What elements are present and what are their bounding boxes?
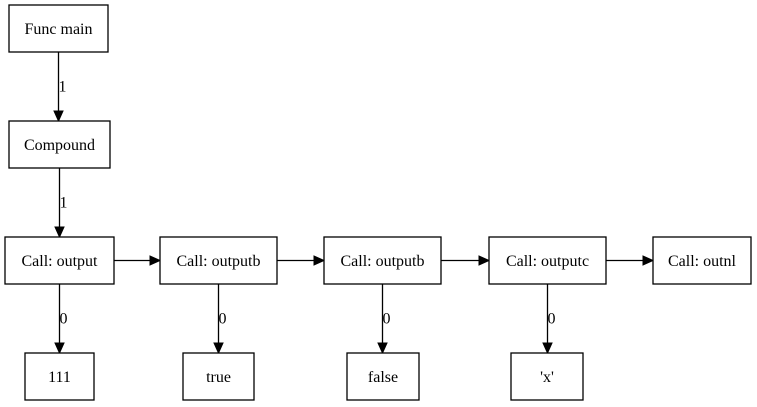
node-label: Call: outputb [341,253,425,270]
node-box [652,236,752,285]
edge-label: 0 [219,311,227,328]
node-label: Call: outputb [177,253,261,270]
node-box [323,236,442,285]
edge-call-output-to-call-outputb-1 [114,255,162,266]
node-lit-111: 111 [24,352,95,401]
node-box [182,352,255,401]
edge-label: 1 [60,195,68,212]
node-box [4,236,115,285]
node-label: true [206,369,231,386]
node-label: Call: output [22,253,99,270]
arrowhead-icon [149,255,162,266]
node-box [488,236,607,285]
node-call-outputb-2: Call: outputb [323,236,442,285]
arrowhead-icon [377,342,388,355]
arrowhead-icon [54,342,65,355]
arrowhead-icon [642,255,655,266]
node-compound: Compound [8,120,111,169]
edge-func-main-to-compound: 1 [53,52,67,123]
node-call-outputc: Call: outputc [488,236,607,285]
arrowhead-icon [478,255,491,266]
edge-call-outputb-1-to-call-outputb-2 [277,255,326,266]
arrowhead-icon [313,255,326,266]
arrowhead-icon [213,342,224,355]
edge-call-outputc-to-lit-x: 0 [542,284,556,355]
node-call-outputb-1: Call: outputb [159,236,278,285]
edge-compound-to-call-output: 1 [54,168,68,239]
node-label: false [368,369,398,386]
node-box [346,352,420,401]
node-label: 'x' [540,369,554,386]
node-box [159,236,278,285]
node-lit-false: false [346,352,420,401]
edge-call-outputb-2-to-lit-false: 0 [377,284,391,355]
node-box [24,352,95,401]
edge-call-outputb-1-to-lit-true: 0 [213,284,227,355]
node-label: Call: outputc [506,253,589,270]
edge-call-outputb-2-to-call-outputc [441,255,491,266]
edge-label: 1 [59,79,67,96]
node-box [510,352,584,401]
node-label: Compound [24,137,95,154]
arrowhead-icon [542,342,553,355]
edge-label: 0 [60,311,68,328]
node-label: Call: outnl [668,253,737,270]
node-lit-x: 'x' [510,352,584,401]
node-call-output: Call: output [4,236,115,285]
node-box [8,4,109,53]
node-label: 111 [48,369,71,386]
node-call-outnl: Call: outnl [652,236,752,285]
node-label: Func main [25,21,93,38]
arrowhead-icon [53,110,64,123]
edge-call-outputc-to-call-outnl [606,255,655,266]
node-lit-true: true [182,352,255,401]
edge-label: 0 [383,311,391,328]
node-box [8,120,111,169]
arrowhead-icon [54,226,65,239]
node-func-main: Func main [8,4,109,53]
edge-label: 0 [548,311,556,328]
edges-layer: 1 1 0 0 0 0 [53,52,655,355]
edge-call-output-to-lit-111: 0 [54,284,68,355]
